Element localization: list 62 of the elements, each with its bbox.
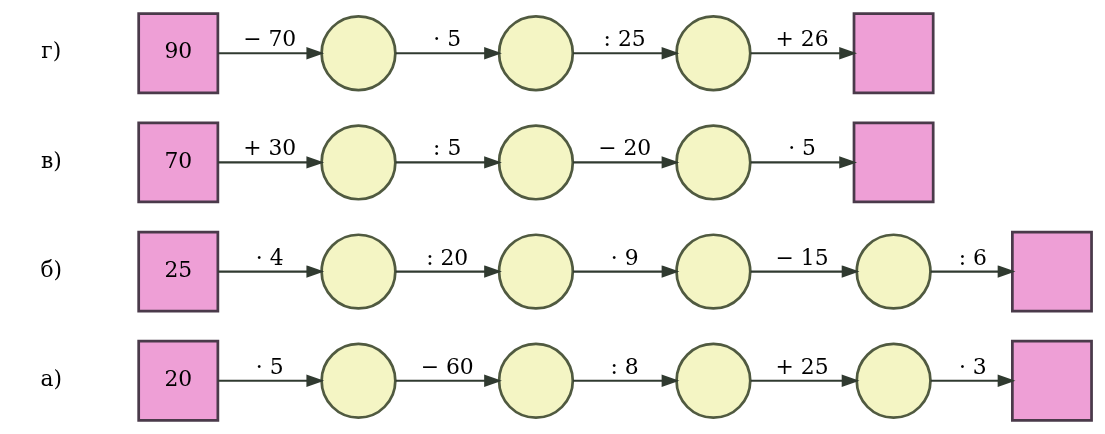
node-box: 90 xyxy=(136,12,219,95)
arrow xyxy=(217,374,324,388)
arrow xyxy=(572,46,679,60)
edge-label: · 3 xyxy=(958,353,987,379)
node-circle xyxy=(319,124,397,201)
node-circle xyxy=(854,342,932,420)
node-box: 20 xyxy=(136,339,219,422)
node-circle xyxy=(319,233,397,310)
node-circle xyxy=(674,233,752,310)
node-box xyxy=(852,121,935,204)
label: б) xyxy=(39,256,62,282)
arrow xyxy=(395,156,502,169)
arrow xyxy=(395,46,502,60)
edge-label: − 20 xyxy=(597,135,651,161)
node-circle xyxy=(674,124,752,201)
edge-label: · 5 xyxy=(255,353,284,379)
node-box: 70 xyxy=(136,121,219,204)
arrow xyxy=(217,156,324,169)
node-circle xyxy=(854,233,932,310)
edge-label: : 8 xyxy=(610,353,639,379)
edge-label: · 5 xyxy=(787,135,816,161)
arrow xyxy=(930,374,1015,388)
node-box: 25 xyxy=(136,230,219,313)
node-circle xyxy=(497,124,574,201)
node-box xyxy=(852,12,935,95)
label: в) xyxy=(40,147,62,173)
arrow xyxy=(572,374,679,388)
edge-label: + 26 xyxy=(775,26,829,52)
edge-label: + 25 xyxy=(775,353,829,379)
node-circle xyxy=(674,342,752,420)
edge-label: − 15 xyxy=(775,244,829,270)
arrow xyxy=(572,265,679,278)
arrow xyxy=(930,265,1015,278)
node-circle xyxy=(319,342,397,420)
node-box xyxy=(1010,339,1093,422)
arrow xyxy=(750,374,859,388)
label: а) xyxy=(40,366,62,391)
arrow xyxy=(395,374,502,388)
edge-label: · 9 xyxy=(610,244,639,270)
arrow xyxy=(217,46,324,60)
edge-label: : 5 xyxy=(432,135,461,161)
arrow xyxy=(750,156,857,169)
edge-label: + 30 xyxy=(242,135,296,161)
node-circle xyxy=(497,342,574,420)
edge-label: : 25 xyxy=(603,26,646,52)
node-circle xyxy=(497,14,574,92)
arrow xyxy=(750,46,857,60)
arrow xyxy=(572,156,679,169)
arrow xyxy=(395,265,502,278)
node-circle xyxy=(319,14,397,92)
edge-label: : 6 xyxy=(958,244,987,270)
node-circle xyxy=(497,233,574,310)
node-box xyxy=(1010,230,1093,313)
arrow xyxy=(217,265,324,278)
edge-label: : 20 xyxy=(425,244,468,270)
node-circle xyxy=(674,14,752,92)
arrow xyxy=(750,265,859,278)
edge-label: · 4 xyxy=(255,244,284,270)
edge-label: − 60 xyxy=(420,353,474,379)
edge-label: · 5 xyxy=(432,26,461,52)
label: г) xyxy=(40,38,61,64)
edge-label: − 70 xyxy=(242,26,296,52)
